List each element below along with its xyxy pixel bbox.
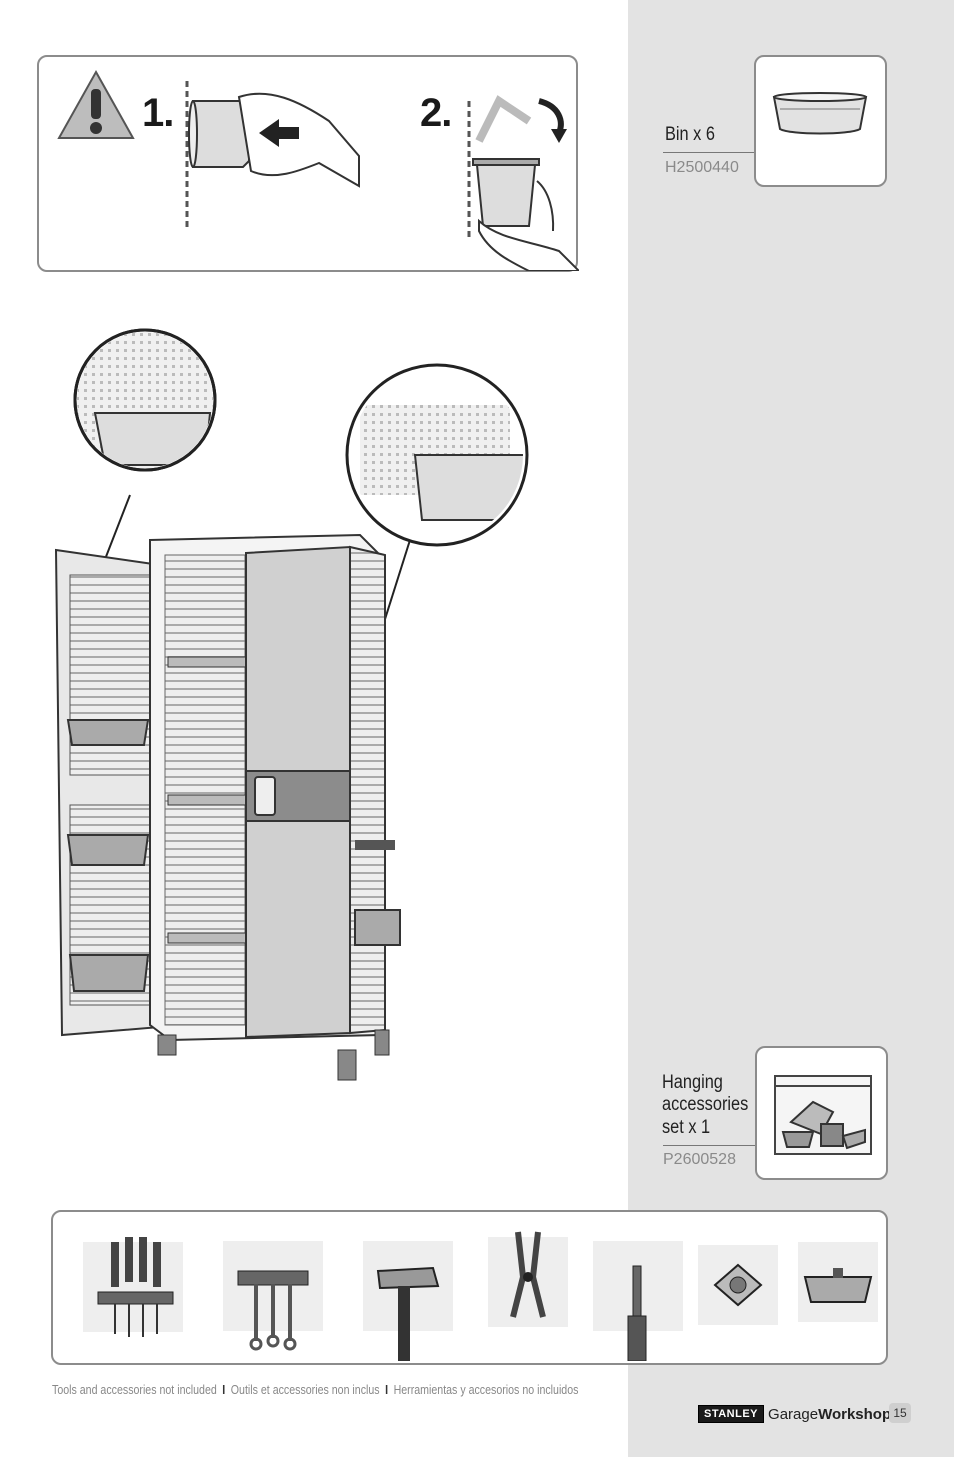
note-es: Herramientas y accesorios no incluidos: [393, 1383, 579, 1397]
brand-garage: Garage: [768, 1405, 819, 1423]
bin-part-label: Bin x 6: [665, 124, 715, 145]
step-1-illustration: [185, 81, 360, 231]
tools-not-included-note: Tools and accessories not included I Out…: [52, 1383, 578, 1397]
note-separator: I: [222, 1383, 226, 1397]
accessories-bag-icon: [774, 1075, 872, 1155]
accessories-label-line2: accessories: [662, 1094, 749, 1115]
brand-name: GarageWorkshop: [768, 1406, 891, 1423]
tape-holder-icon: [698, 1245, 778, 1325]
screwdriver-rack-icon: [83, 1237, 183, 1337]
step-2-number: 2.: [420, 91, 452, 135]
step-2-illustration: [467, 95, 579, 271]
accessories-strip: [51, 1210, 888, 1365]
accessories-part-code: P2600528: [663, 1151, 736, 1168]
note-separator: I: [385, 1383, 389, 1397]
warning-icon: [57, 69, 135, 139]
stanley-logo: STANLEY: [698, 1405, 765, 1423]
pliers-hook-icon: [488, 1231, 568, 1327]
hammer-hook-icon: [363, 1241, 453, 1361]
bin-part-rule: [663, 152, 755, 153]
step-1-number: 1.: [142, 91, 174, 135]
accessories-part-box: [755, 1046, 888, 1180]
bin-mounting-steps-panel: 1. 2.: [37, 55, 579, 272]
accessories-label-line1: Hanging: [662, 1072, 723, 1093]
bin-icon: [772, 92, 868, 135]
brand-workshop: Workshop: [818, 1405, 892, 1423]
cabinet-illustration: [54, 328, 529, 1081]
accessories-part-rule: [663, 1145, 755, 1146]
bin-part-box: [754, 55, 887, 187]
wrench-holder-icon: [223, 1241, 323, 1351]
accessories-label-line3: set x 1: [662, 1117, 711, 1138]
brush-hook-icon: [593, 1241, 683, 1361]
page-number: 15: [889, 1403, 911, 1423]
note-fr: Outils et accessories non inclus: [230, 1383, 380, 1397]
small-bin-icon: [798, 1242, 878, 1322]
note-en: Tools and accessories not included: [52, 1383, 217, 1397]
bin-part-code: H2500440: [665, 159, 739, 176]
brand-footer: STANLEY GarageWorkshop: [698, 1403, 891, 1425]
